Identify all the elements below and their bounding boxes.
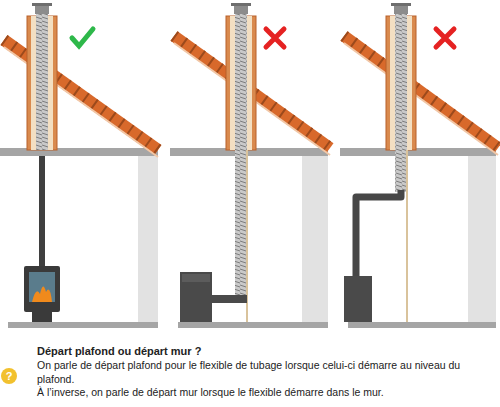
- flexible-liner: [395, 14, 407, 192]
- stove-top: [182, 274, 210, 282]
- flexible-liner: [235, 14, 247, 300]
- wall: [302, 150, 328, 326]
- question-icon: ?: [1, 368, 17, 384]
- icon-label: ?: [1, 368, 17, 384]
- cross-mark: [266, 29, 284, 47]
- wall: [138, 150, 158, 326]
- note-body: On parle de départ plafond pour le flexi…: [37, 359, 492, 386]
- stove-foot: [32, 312, 52, 322]
- stove: [344, 276, 372, 322]
- flexible-liner: [36, 14, 48, 150]
- note-text: Départ plafond ou départ mur ?On parle d…: [37, 344, 492, 400]
- note-title: Départ plafond ou départ mur ?: [37, 344, 492, 358]
- stove-pipe: [39, 156, 45, 268]
- cross-mark: [436, 29, 454, 47]
- ceiling: [0, 148, 158, 156]
- floor: [178, 322, 328, 328]
- check-mark: [72, 29, 93, 46]
- stove: [180, 272, 212, 322]
- stove-window: [29, 272, 55, 302]
- chimney-cap: [391, 3, 411, 6]
- roof-tiles: [344, 36, 498, 148]
- wall: [468, 150, 496, 326]
- stove: [24, 266, 60, 312]
- stove-pipe: [206, 295, 247, 303]
- roof-edge: [344, 43, 498, 155]
- chimney-cap: [32, 3, 52, 6]
- floor: [348, 322, 496, 328]
- floor: [8, 322, 158, 328]
- fire: [32, 286, 52, 302]
- roof: [344, 36, 498, 148]
- house-panel: [170, 3, 330, 328]
- wall-duct: [406, 150, 408, 322]
- chimney-cap: [231, 3, 251, 6]
- house-panel: [340, 3, 498, 328]
- ceiling: [340, 148, 496, 156]
- house-panel: [0, 3, 158, 328]
- note-body: À l’inverse, on parle de départ mur lors…: [37, 386, 492, 400]
- stove-pipe: [356, 190, 401, 280]
